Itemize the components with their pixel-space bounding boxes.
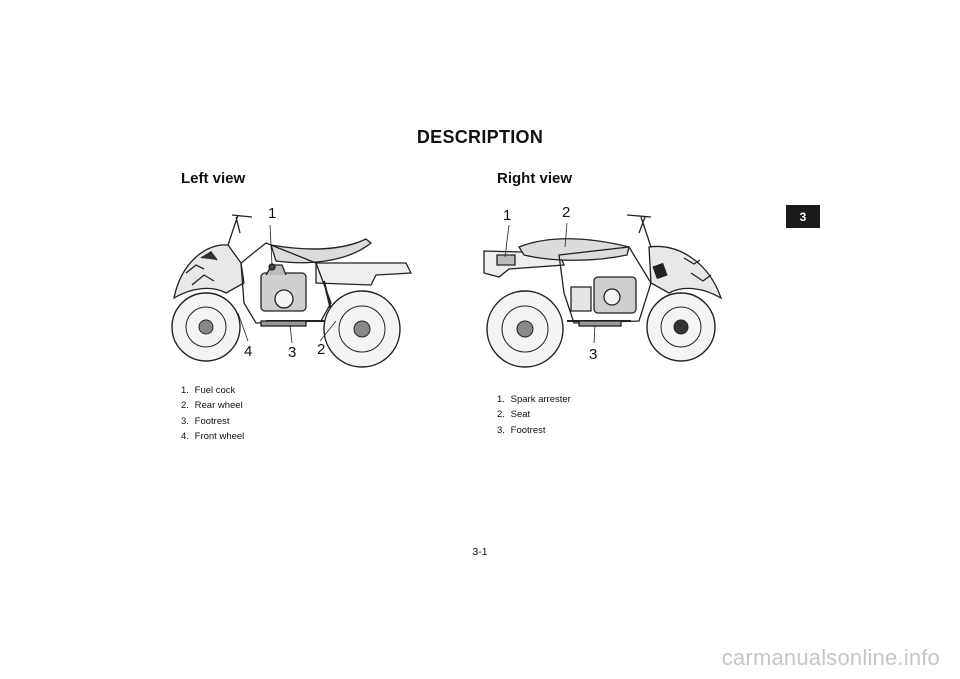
right-callout-1: 1 — [503, 207, 512, 224]
legend-item: 3. Footrest — [497, 424, 546, 436]
legend-item: 2. Seat — [497, 409, 531, 421]
front-wheel — [171, 292, 241, 362]
right-view-heading: Right view — [497, 170, 573, 187]
page-title: DESCRIPTION — [416, 127, 544, 147]
legend-item: 1. Fuel cock — [181, 385, 236, 396]
legend-item: 2. Rear wheel — [181, 400, 243, 412]
left-view-heading: Left view — [181, 170, 246, 187]
right-legend: 1. Spark arrester 2. Seat 3. Footrest — [497, 392, 571, 438]
left-callout-4: 4 — [244, 343, 253, 360]
rear-wheel — [323, 290, 401, 368]
atv-right-view-illustration — [483, 214, 723, 368]
left-legend: 1. Fuel cock 2. Rear wheel 3. Footrest 4… — [181, 383, 244, 444]
legend-item: 4. Front wheel — [181, 430, 245, 442]
right-callout-3: 3 — [589, 346, 598, 363]
legend-item: 1. Spark arrester — [497, 394, 571, 405]
watermark: carmanualsonline.info — [721, 645, 940, 670]
left-callout-1: 1 — [268, 205, 277, 222]
rear-wheel-right — [486, 290, 564, 368]
front-wheel-right — [646, 292, 716, 362]
left-callout-3: 3 — [288, 344, 297, 361]
chapter-tab[interactable]: 3 — [786, 205, 820, 228]
legend-item: 3. Footrest — [181, 415, 230, 427]
atv-left-view-illustration — [171, 214, 413, 368]
left-callout-2: 2 — [317, 341, 326, 358]
right-callout-2: 2 — [562, 204, 571, 221]
page-number: 3-1 — [472, 546, 488, 558]
